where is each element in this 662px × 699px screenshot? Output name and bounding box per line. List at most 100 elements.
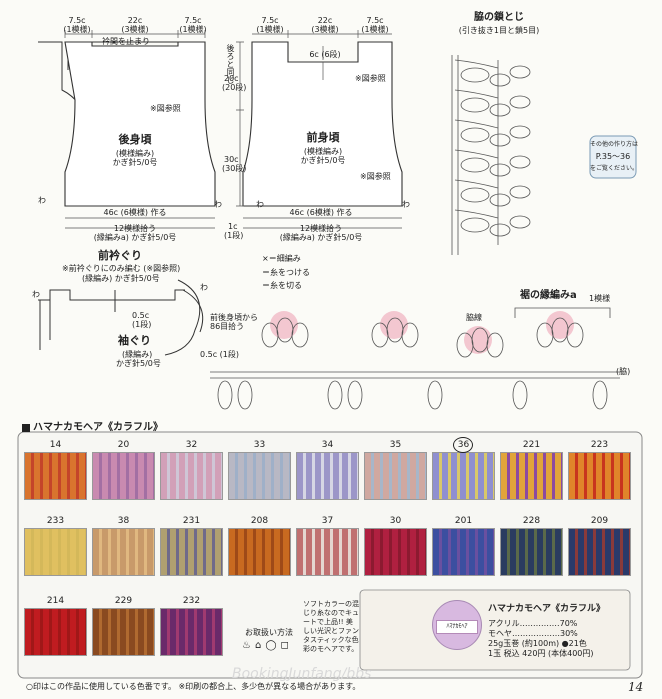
front-ref2: ※図参照	[360, 172, 391, 181]
product-name: ハマナカモヘア《カラフル》	[488, 604, 606, 614]
product-spec4: 1玉 税込 420円 (本体400円)	[488, 649, 594, 658]
watermark: BookingJunfang/bbs	[232, 666, 372, 682]
neck-note2: (縁編み) かぎ針5/0号	[82, 274, 160, 283]
edging-hearts	[270, 311, 574, 354]
swatch-number: 38	[117, 516, 130, 526]
swatch-number: 232	[182, 596, 201, 606]
front-h2-rows: (30段)	[222, 164, 247, 173]
front-h3-rows: (1段)	[224, 231, 244, 240]
yarn-swatch	[160, 528, 223, 576]
yarn-swatch	[160, 608, 223, 656]
yarn-swatch	[160, 452, 223, 500]
sleeve-pick1: 前後身頃から	[210, 313, 258, 322]
yarn-swatch	[24, 528, 87, 576]
back-bottom: 46c (6模様) 作る	[103, 208, 167, 217]
neck-sleeve-diagrams	[38, 279, 204, 356]
back-dim-right: 7.5c	[184, 16, 202, 25]
care-label: お取扱い方法	[245, 628, 293, 637]
neck-title: 前衿ぐり	[98, 249, 142, 262]
front-dim-center: 22c	[317, 16, 333, 25]
yarn-swatch	[568, 452, 631, 500]
swatch-number: 20	[117, 440, 130, 450]
edging-title: 裾の縁編みa	[520, 290, 577, 301]
swatch-number: 34	[321, 440, 334, 450]
back-row-right: (1模様)	[179, 25, 207, 34]
front-center: 6c (6段)	[309, 50, 341, 59]
sleeve-pick2: 86目拾う	[210, 322, 245, 331]
edging-chart	[210, 307, 620, 410]
edging-start: (脇)	[616, 367, 631, 376]
swatch-number: 209	[590, 516, 609, 526]
neck-dim-rows: (1段)	[132, 320, 152, 329]
neck-dim: 0.5c	[132, 311, 150, 320]
front-row-left: (1模様)	[256, 25, 284, 34]
back-row-left: (1模様)	[63, 25, 91, 34]
back-pickup2: (縁編みa) かぎ針5/0号	[93, 233, 177, 242]
front-same-as-back: 後ろと同じ	[226, 44, 235, 84]
yarn-swatch	[92, 528, 155, 576]
yarn-header: ハマナカモヘア《カラフル》	[33, 422, 163, 433]
back-sub: (模様編み)	[115, 149, 155, 158]
page-number: 14	[628, 680, 644, 694]
footnote: ○印はこの作品に使用している色番です。 ※印刷の都合上、多少色が異なる場合があり…	[26, 682, 361, 691]
front-body-shape	[242, 41, 403, 207]
yarn-swatch	[228, 452, 291, 500]
front-title: 前身頃	[306, 131, 340, 144]
front-h1: 20c	[224, 74, 239, 83]
side-seam-sub: (引き抜き1目と鎖5目)	[458, 26, 540, 35]
front-pickup2: (縁編みa) かぎ針5/0号	[279, 233, 363, 242]
yarn-swatch	[500, 452, 563, 500]
swatch-number: 228	[522, 516, 541, 526]
sleeve-title: 袖ぐり	[118, 334, 151, 347]
front-bottom: 46c (6模様) 作る	[289, 208, 353, 217]
legend-cut: ＝糸を切る	[262, 281, 302, 290]
swatch-number: 229	[114, 596, 133, 606]
front-h1-rows: (20段)	[222, 83, 247, 92]
sleeve-a: わ	[200, 283, 208, 292]
front-h3: 1c	[228, 222, 238, 231]
product-spec1: アクリル……………70%	[488, 619, 578, 628]
neck-a: わ	[32, 290, 40, 299]
edging-line: 脇線	[466, 313, 482, 322]
product-spec2: モヘヤ………………30%	[488, 629, 578, 638]
howto-line1: その他の作り方は	[590, 141, 639, 148]
yarn-desc: ソフトカラーの混じり糸なのでキュートで上品!! 美しい光沢とファンタスティックな…	[303, 600, 359, 653]
front-dim-left: 7.5c	[261, 16, 279, 25]
yarn-swatch	[24, 452, 87, 500]
howto-box	[589, 135, 637, 179]
front-h2: 30c	[224, 155, 239, 164]
sleeve-hook: かぎ針5/0号	[116, 359, 161, 368]
swatch-number: 35	[389, 440, 402, 450]
swatch-number: 214	[46, 596, 65, 606]
yarn-ball-label: ﾊﾏﾅｶﾓﾍｱ	[436, 620, 478, 634]
yarn-swatch	[296, 452, 359, 500]
front-ref: ※図参照	[355, 74, 386, 83]
yarn-swatch	[364, 452, 427, 500]
side-seam-chart	[451, 55, 531, 255]
care-symbols-icon: ♨⌂◯◻	[242, 640, 293, 651]
neck-note1: ※前衿ぐりにのみ編む (※図参照)	[62, 264, 181, 273]
swatch-number: 30	[389, 516, 402, 526]
front-pickup: 12模様拾う	[299, 224, 343, 233]
legend-join: ＝糸をつける	[262, 268, 310, 277]
legend-sc: ×＝細編み	[262, 254, 301, 263]
back-dim-center: 22c	[127, 16, 143, 25]
back-neck-note: 衿間を止まり	[102, 37, 150, 46]
swatch-number: 231	[182, 516, 201, 526]
front-row-center: (3模様)	[311, 25, 339, 34]
yarn-swatch	[92, 452, 155, 500]
back-ref: ※図参照	[150, 104, 181, 113]
edging-rep: 1模様	[589, 294, 611, 303]
back-hook: かぎ針5/0号	[112, 158, 158, 167]
swatch-number: 37	[321, 516, 334, 526]
yarn-swatch	[228, 528, 291, 576]
yarn-swatch	[500, 528, 563, 576]
back-pickup: 12模様拾う	[113, 224, 157, 233]
back-side-a: わ	[38, 196, 46, 205]
howto-line2: P.35～36	[595, 152, 631, 161]
front-side-a: わ	[256, 200, 264, 209]
side-seam-title: 脇の鎖とじ	[474, 12, 524, 23]
swatch-number: 33	[253, 440, 266, 450]
front-dim-right: 7.5c	[366, 16, 384, 25]
swatch-number: 14	[49, 440, 62, 450]
